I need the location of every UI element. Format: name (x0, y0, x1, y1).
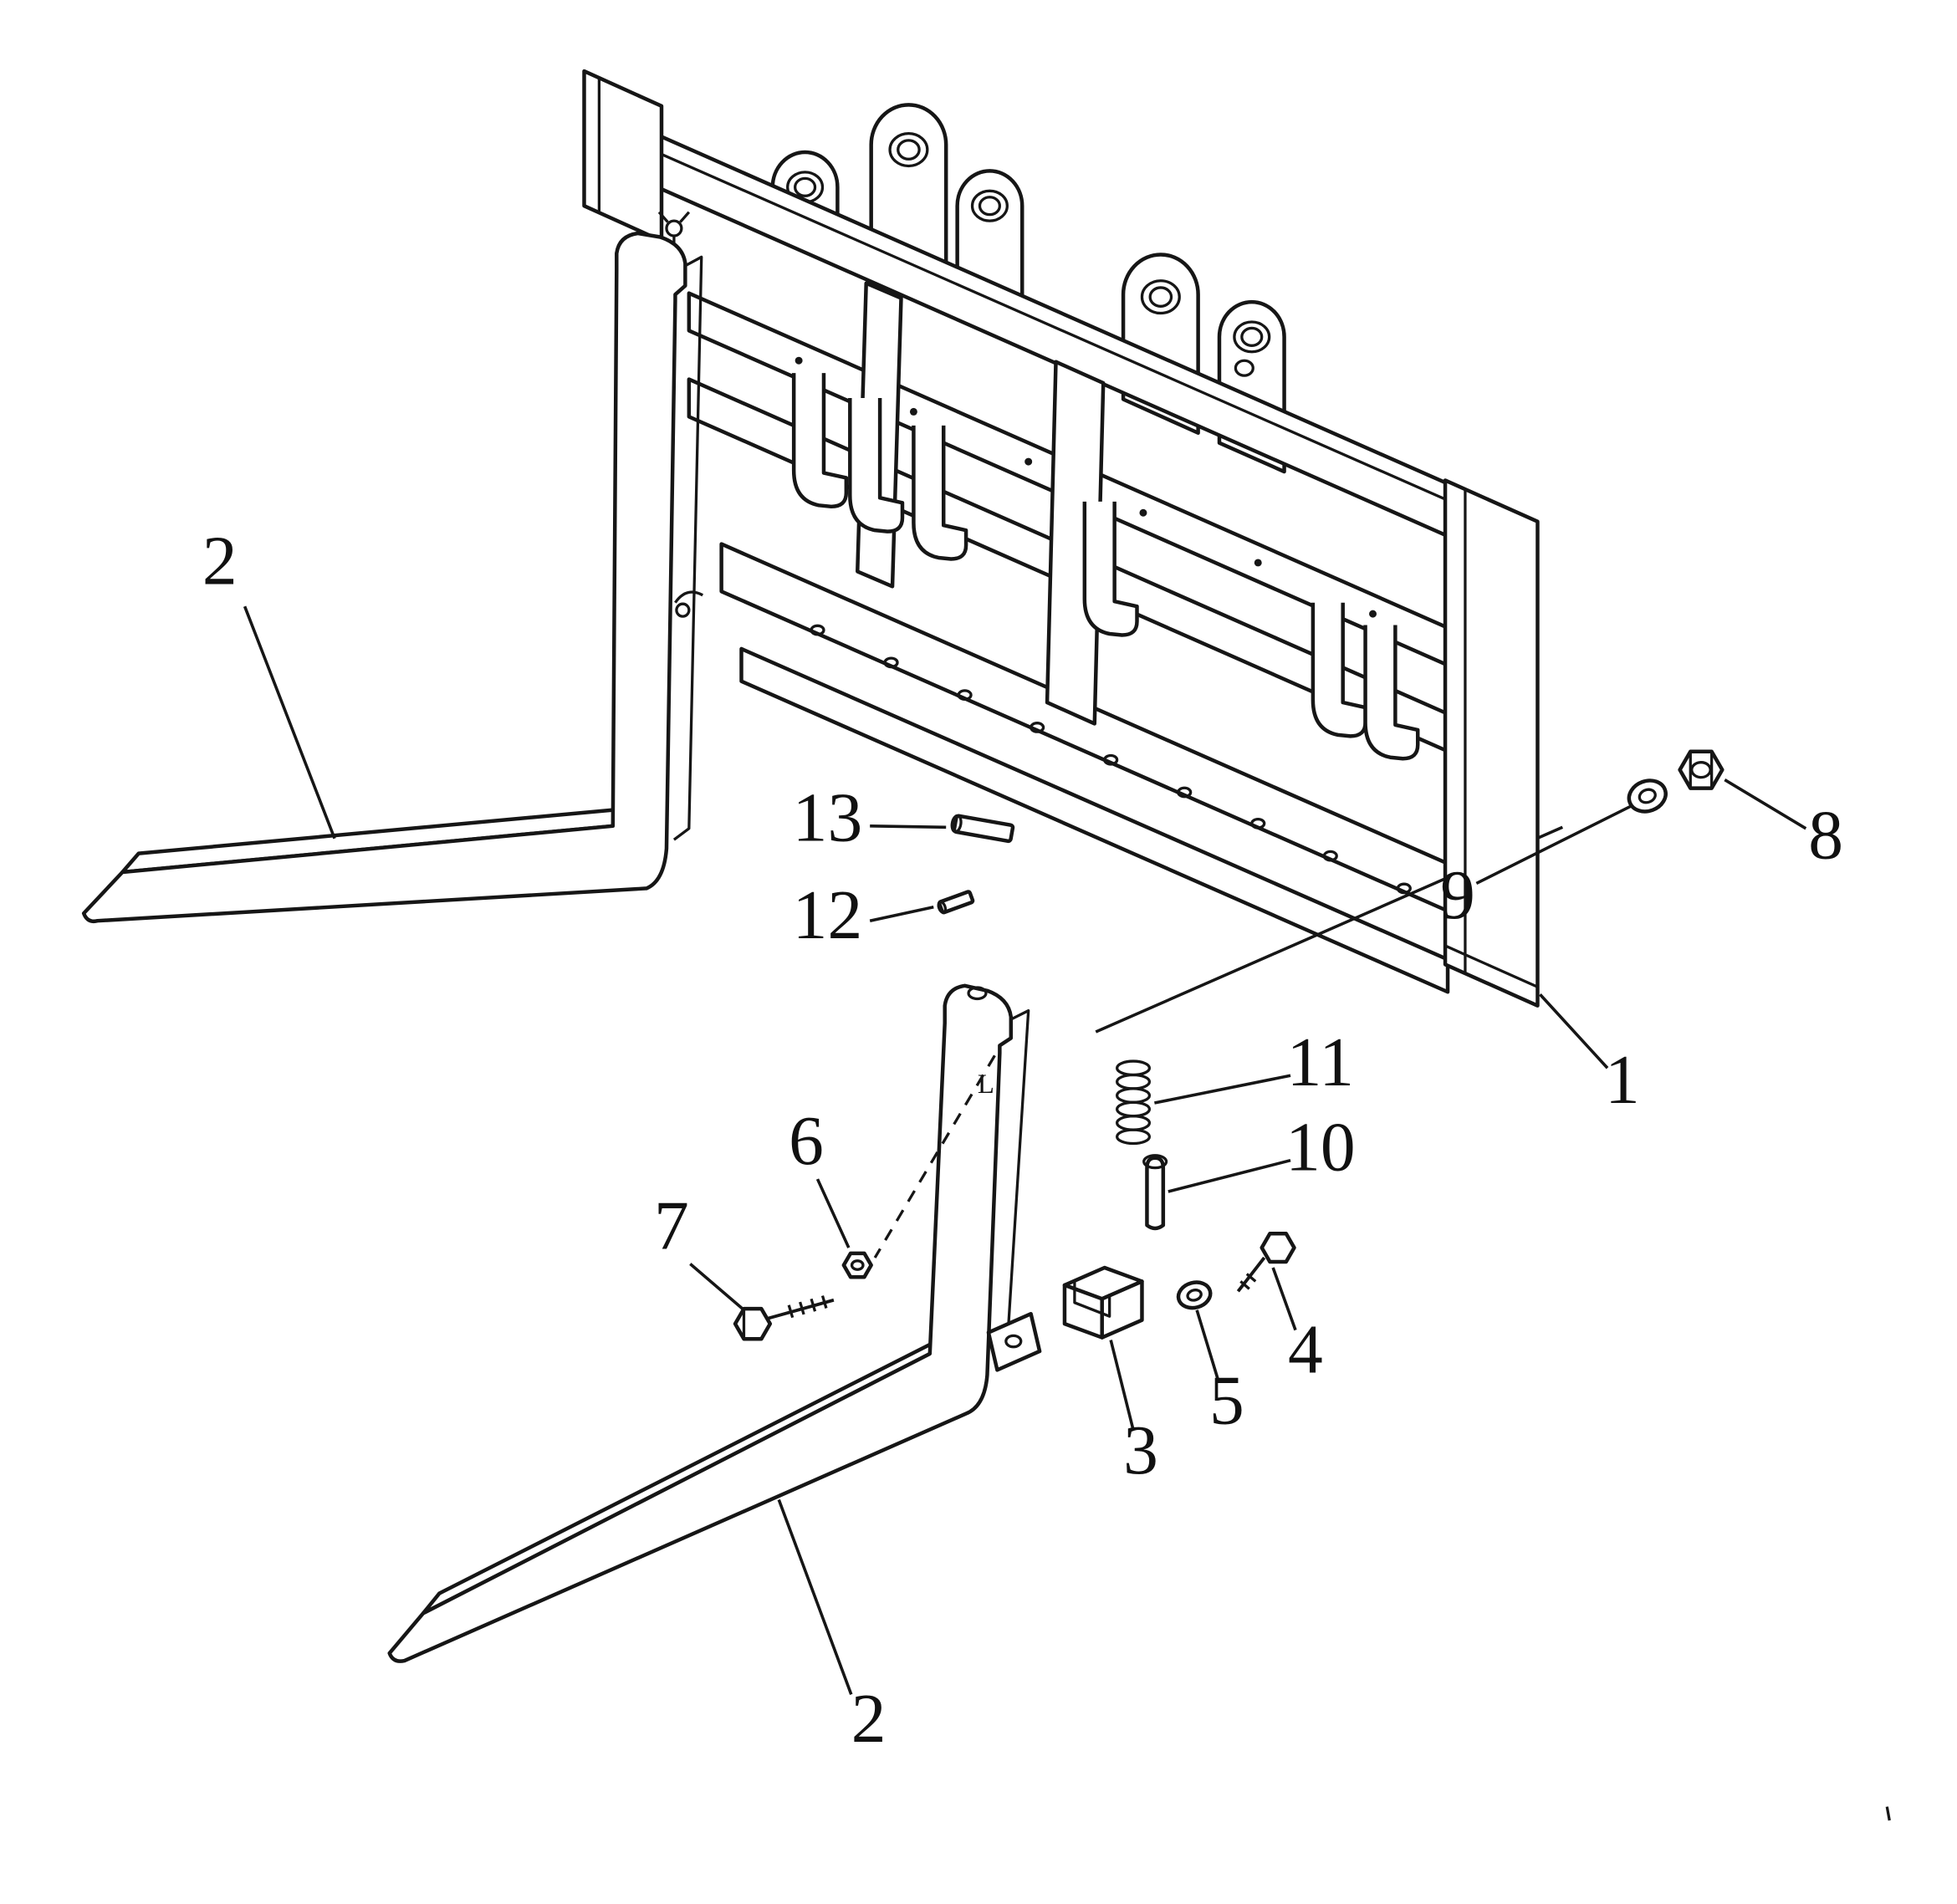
callouts: 1 2 2 3 4 5 6 7 8 9 10 11 12 13 (202, 523, 1843, 1758)
frame-right-plate (1443, 478, 1540, 1008)
leader-lines (243, 605, 1807, 1695)
spring-part (1115, 1059, 1152, 1146)
callout-10: 10 (1285, 1110, 1356, 1187)
frame-latch-fittings (657, 211, 691, 248)
nut-part-6 (841, 1251, 873, 1279)
frame-bottom-holes (810, 624, 1412, 895)
washer-part-5 (1176, 1280, 1213, 1310)
fork-frame (582, 69, 1564, 1034)
lower-fork-body (387, 983, 1014, 1663)
upper-fork-body (81, 231, 687, 923)
lower-fork-hanger-hole (967, 986, 988, 1001)
lower-fork-side-edge (1004, 1008, 1030, 1365)
callout-7: 7 (654, 1188, 689, 1265)
frame-left-plate (582, 69, 664, 243)
latch-block-part (1062, 1265, 1144, 1340)
upper-fork-side-edge (672, 255, 703, 841)
callout-13: 13 (793, 780, 863, 857)
upper-fork (81, 231, 704, 923)
callout-4: 4 (1288, 1311, 1323, 1388)
pin-part-13 (950, 814, 1015, 844)
callout-3: 3 (1123, 1412, 1158, 1489)
upper-fork-latch (674, 590, 704, 618)
bolt-part-4 (1236, 1232, 1296, 1293)
bolt-part-7 (733, 1295, 835, 1341)
callout-6: 6 (789, 1103, 824, 1180)
pin-part-10 (1142, 1154, 1168, 1231)
stray-mark (1885, 1806, 1891, 1821)
lower-fork-bottom-tab (986, 1311, 1042, 1372)
callout-1: 1 (1605, 1042, 1640, 1119)
callout-5: 5 (1209, 1363, 1244, 1440)
callout-11: 11 (1287, 1024, 1354, 1101)
frame-rivet-dots (795, 356, 1377, 618)
callout-9: 9 (1440, 857, 1475, 934)
fork-stamp-l: L (978, 1069, 994, 1100)
callout-8: 8 (1808, 798, 1843, 875)
callout-2-lower: 2 (851, 1681, 887, 1758)
washer-part-9 (1627, 778, 1668, 814)
pin-part-12 (937, 890, 975, 915)
callout-12: 12 (793, 877, 863, 954)
callout-2-upper: 2 (202, 523, 238, 600)
lower-fork: L (387, 983, 1042, 1663)
nut-part-8 (1678, 749, 1725, 790)
frame-guide-hooks (791, 373, 1420, 761)
